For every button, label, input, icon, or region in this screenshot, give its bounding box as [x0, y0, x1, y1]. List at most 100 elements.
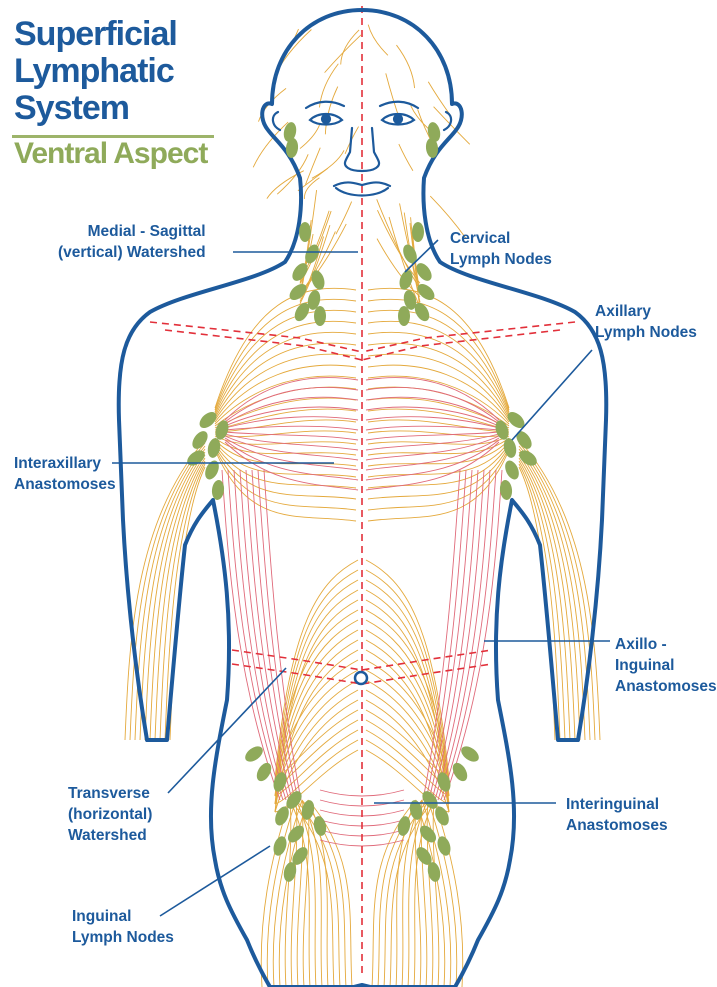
lymph-vessel [365, 739, 450, 805]
lymph-vessel [214, 320, 357, 415]
lymph-node [516, 431, 532, 449]
lymph-node [313, 816, 327, 836]
lymph-node [519, 450, 537, 466]
lymph-vessel [274, 619, 359, 789]
lymph-vessel [367, 320, 510, 415]
lymph-vessel [367, 445, 510, 500]
lymph-vessel [367, 443, 510, 489]
lymph-node [412, 222, 424, 242]
lymph-node [215, 420, 229, 440]
lymph-vessel [398, 143, 414, 171]
lymph-vessel [340, 29, 360, 65]
lymph-vessel [274, 559, 359, 781]
label-interinguinal: Interinguinal Anastomoses [566, 796, 668, 834]
lymph-vessel [303, 177, 320, 199]
lymph-vessel [290, 799, 298, 987]
lymph-vessel [421, 799, 452, 987]
lymph-vessel [214, 298, 357, 411]
lymph-node [207, 438, 221, 458]
leader-lines [112, 239, 610, 917]
watersheds [149, 6, 576, 975]
lymph-vessel [365, 719, 450, 789]
right-ear-inner [442, 110, 453, 132]
label-cervical: Cervical Lymph Nodes [450, 230, 552, 268]
lymph-node [285, 138, 299, 158]
lower-transverse-watershed-1 [231, 649, 493, 671]
lymph-vessel [367, 24, 389, 56]
mouth-upper [332, 181, 392, 188]
lymph-node [275, 806, 289, 826]
lymph-node [461, 746, 479, 762]
lymph-node [273, 772, 287, 792]
lymph-vessel [159, 460, 206, 741]
lymph-vessel [214, 430, 357, 438]
lymph-vessel [432, 799, 440, 987]
lymph-vessel [289, 799, 311, 987]
lymph-vessel [274, 609, 359, 781]
lymph-vessel [274, 569, 359, 789]
lymph-vessel [414, 799, 422, 987]
lymph-node [505, 460, 519, 480]
lymph-vessel [324, 86, 339, 135]
lymph-vessel [415, 799, 446, 987]
lymph-vessel [377, 209, 421, 284]
label-transverse: Transverse (horizontal) Watershed [68, 785, 153, 844]
lymph-vessel [154, 457, 206, 741]
lymph-vessel [367, 342, 510, 419]
lymph-node [192, 431, 208, 449]
deep-vessel [365, 396, 500, 425]
left-ear-inner [271, 110, 282, 132]
left-eyebrow [304, 100, 346, 110]
lymph-vessel [276, 154, 309, 195]
deep-vessel [365, 406, 500, 427]
deep-vessel [365, 439, 500, 481]
lower-transverse-watershed-2 [231, 663, 493, 685]
left-eye [308, 112, 344, 126]
lymph-vessel [299, 123, 321, 149]
lymph-vessel [410, 217, 421, 310]
deep-vessel [224, 425, 359, 431]
lymph-node [211, 480, 225, 500]
lymph-vessel [401, 799, 423, 987]
lymph-node [403, 244, 417, 264]
lymph-vessel [518, 439, 601, 741]
lymph-vessel [296, 799, 304, 987]
lymph-vessel [396, 44, 416, 89]
lymph-vessel [518, 442, 596, 741]
deep-vessel [365, 425, 500, 431]
lymph-vessel [365, 729, 450, 797]
lymph-vessel [427, 81, 452, 117]
lymph-node [398, 306, 410, 326]
deep-vessel [224, 416, 359, 429]
lymph-node [294, 302, 310, 322]
lymph-vessel [149, 454, 206, 741]
lymph-node [299, 222, 311, 242]
lymph-vessel [518, 457, 571, 741]
lymph-vessel [301, 799, 323, 987]
lymph-node [311, 270, 325, 290]
lymph-node [507, 411, 525, 429]
lymph-vessel [367, 439, 510, 467]
right-iris [392, 113, 404, 125]
deep-vessel [422, 469, 461, 801]
deep-vessel [263, 469, 302, 801]
lymph-vessel [335, 201, 353, 235]
upper-transverse-watershed-right-2 [361, 329, 561, 361]
leader-axillary [511, 349, 593, 441]
lymph-node [397, 816, 411, 836]
page-subtitle: Ventral Aspect [14, 137, 208, 170]
lymph-node [427, 862, 441, 882]
lymph-vessel [518, 466, 556, 741]
lymph-vessel [365, 619, 450, 789]
lymph-vessel [252, 121, 289, 168]
lymph-node [286, 791, 302, 809]
lymph-node [403, 290, 417, 310]
deep-vessel [224, 377, 359, 421]
lymph-vessel [324, 34, 362, 73]
lymph-node [437, 772, 451, 792]
page-title: Superficial Lymphatic System [14, 16, 214, 127]
lymph-vessel [365, 649, 450, 813]
lymph-vessel [272, 799, 303, 987]
deep-vessel [365, 377, 500, 421]
lymph-vessel [407, 799, 429, 987]
